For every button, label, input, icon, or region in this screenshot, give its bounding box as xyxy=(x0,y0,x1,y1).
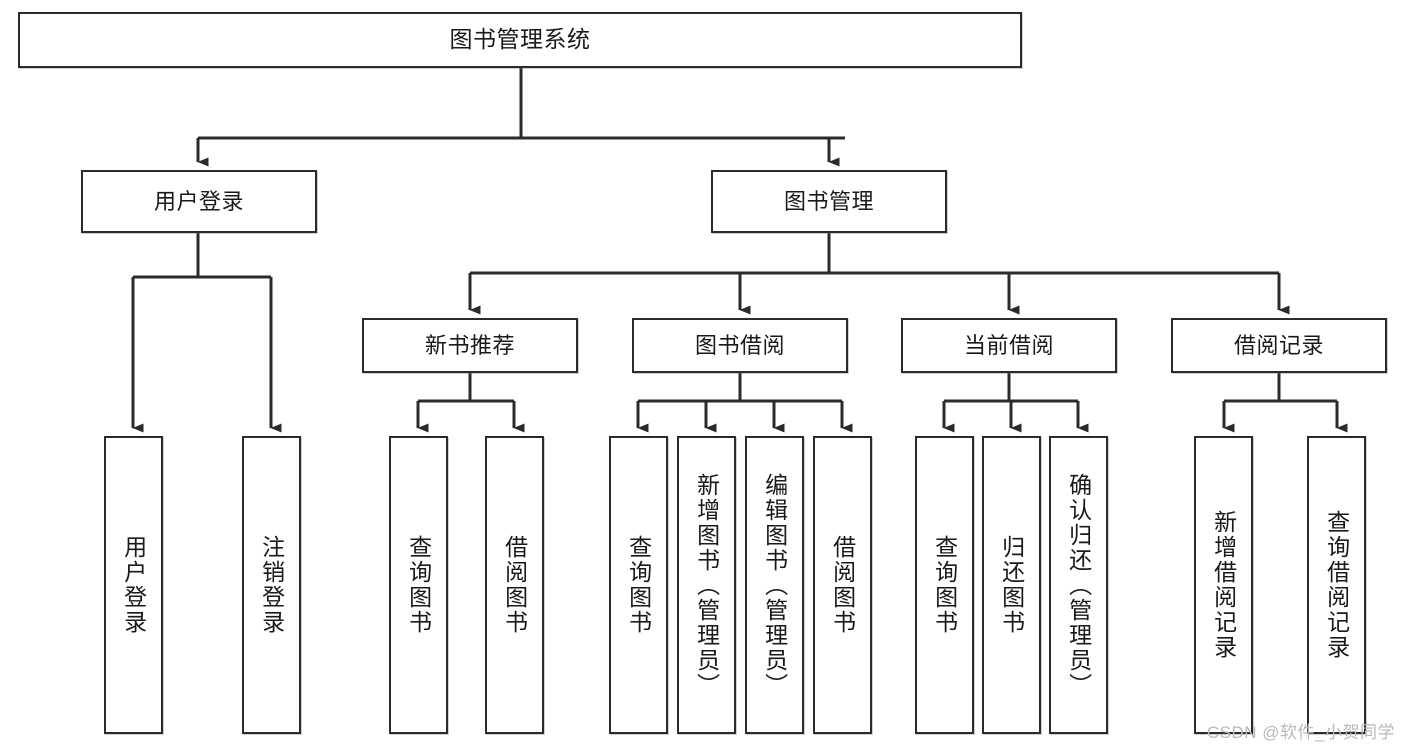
node-label: 图书管理 xyxy=(783,188,874,214)
node-leaf-borrow-book-1[interactable]: 借阅图书 xyxy=(485,436,544,734)
node-label: 借阅图书 xyxy=(501,535,528,635)
node-leaf-query-book-1[interactable]: 查询图书 xyxy=(389,436,448,734)
node-leaf-user-login[interactable]: 用户登录 xyxy=(104,436,163,734)
node-user-login[interactable]: 用户登录 xyxy=(81,170,317,233)
node-leaf-borrow-book-2[interactable]: 借阅图书 xyxy=(813,436,872,734)
node-label: 查询图书 xyxy=(405,535,432,635)
csdn-watermark: CSDN @软件_小贺同学 xyxy=(1206,723,1395,742)
node-leaf-add-book[interactable]: 新增图书（管理员） xyxy=(677,436,736,734)
node-label: 编辑图书（管理员） xyxy=(761,472,788,698)
node-label: 注销登录 xyxy=(258,535,285,635)
node-leaf-edit-book[interactable]: 编辑图书（管理员） xyxy=(745,436,804,734)
node-book-borrow[interactable]: 图书借阅 xyxy=(632,318,848,373)
node-label: 用户登录 xyxy=(120,535,147,635)
node-label: 新增借阅记录 xyxy=(1210,510,1237,660)
node-label: 图书借阅 xyxy=(694,332,785,358)
node-label: 图书管理系统 xyxy=(449,26,591,53)
node-leaf-return-book[interactable]: 归还图书 xyxy=(982,436,1041,734)
node-book-management[interactable]: 图书管理 xyxy=(711,170,947,233)
node-leaf-query-book-3[interactable]: 查询图书 xyxy=(915,436,974,734)
node-leaf-confirm-return[interactable]: 确认归还（管理员） xyxy=(1049,436,1108,734)
node-leaf-query-book-2[interactable]: 查询图书 xyxy=(609,436,668,734)
node-label: 查询图书 xyxy=(931,535,958,635)
node-new-book-recommend[interactable]: 新书推荐 xyxy=(362,318,578,373)
node-leaf-logout-login[interactable]: 注销登录 xyxy=(242,436,301,734)
node-current-borrow[interactable]: 当前借阅 xyxy=(901,318,1117,373)
node-label: 查询图书 xyxy=(625,535,652,635)
node-label: 归还图书 xyxy=(998,535,1025,635)
node-label: 新增图书（管理员） xyxy=(693,472,720,698)
node-label: 新书推荐 xyxy=(424,332,515,358)
node-label: 确认归还（管理员） xyxy=(1065,472,1092,698)
node-root-book-management-system[interactable]: 图书管理系统 xyxy=(18,12,1022,68)
node-label: 当前借阅 xyxy=(963,332,1054,358)
node-label: 查询借阅记录 xyxy=(1323,510,1350,660)
node-borrow-record[interactable]: 借阅记录 xyxy=(1171,318,1387,373)
node-leaf-add-record[interactable]: 新增借阅记录 xyxy=(1194,436,1253,734)
node-label: 用户登录 xyxy=(153,188,244,214)
node-leaf-query-record[interactable]: 查询借阅记录 xyxy=(1307,436,1366,734)
node-label: 借阅记录 xyxy=(1233,332,1324,358)
node-label: 借阅图书 xyxy=(829,535,856,635)
